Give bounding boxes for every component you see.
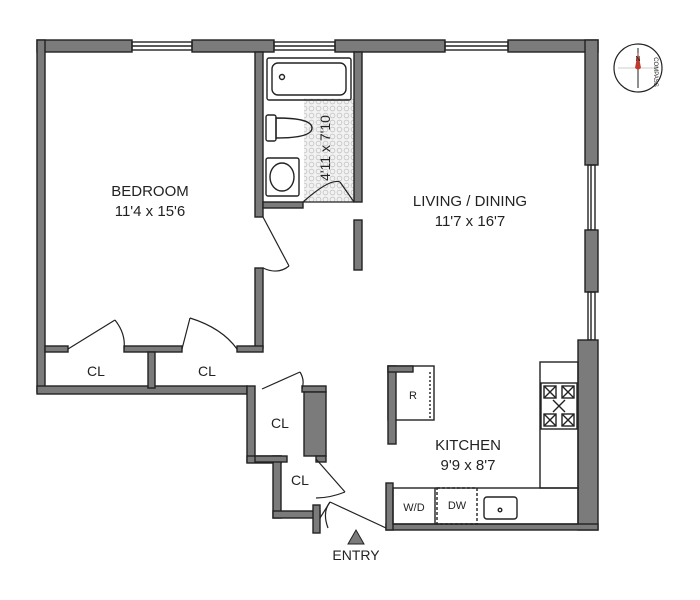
toilet — [265, 114, 313, 142]
refrigerator-label: R — [409, 390, 417, 402]
refrigerator — [387, 365, 435, 445]
entry-label: ENTRY — [332, 547, 380, 563]
living-name: LIVING / DINING — [413, 193, 527, 210]
compass-text: COMPASS — [652, 57, 658, 87]
interior-walls — [44, 51, 394, 531]
compass-icon: N COMPASS — [613, 43, 663, 93]
closet-label-hall-lower: CL — [291, 472, 309, 488]
compass-north-label: N — [635, 56, 640, 63]
doors — [67, 180, 387, 529]
bath-dims: 4'11 x 7'10 — [317, 115, 333, 181]
kitchen-counter — [392, 361, 579, 525]
bathtub — [266, 57, 352, 101]
dishwasher-label: DW — [448, 500, 467, 512]
bath-sink — [265, 157, 300, 197]
stove — [540, 382, 578, 430]
entry-arrow-icon — [347, 528, 365, 545]
closet-label-bedroom-right: CL — [198, 363, 216, 379]
kitchen-dims: 9'9 x 8'7 — [441, 457, 496, 474]
bedroom-dims: 11'4 x 15'6 — [115, 203, 186, 220]
living-dims: 11'7 x 16'7 — [435, 213, 506, 230]
closet-label-bedroom-left: CL — [87, 363, 105, 379]
kitchen-name: KITCHEN — [435, 437, 501, 454]
bath-floor — [304, 98, 354, 202]
washer-dryer-label: W/D — [403, 502, 424, 514]
closet-label-hall-upper: CL — [271, 415, 289, 431]
bedroom-name: BEDROOM — [111, 183, 189, 200]
